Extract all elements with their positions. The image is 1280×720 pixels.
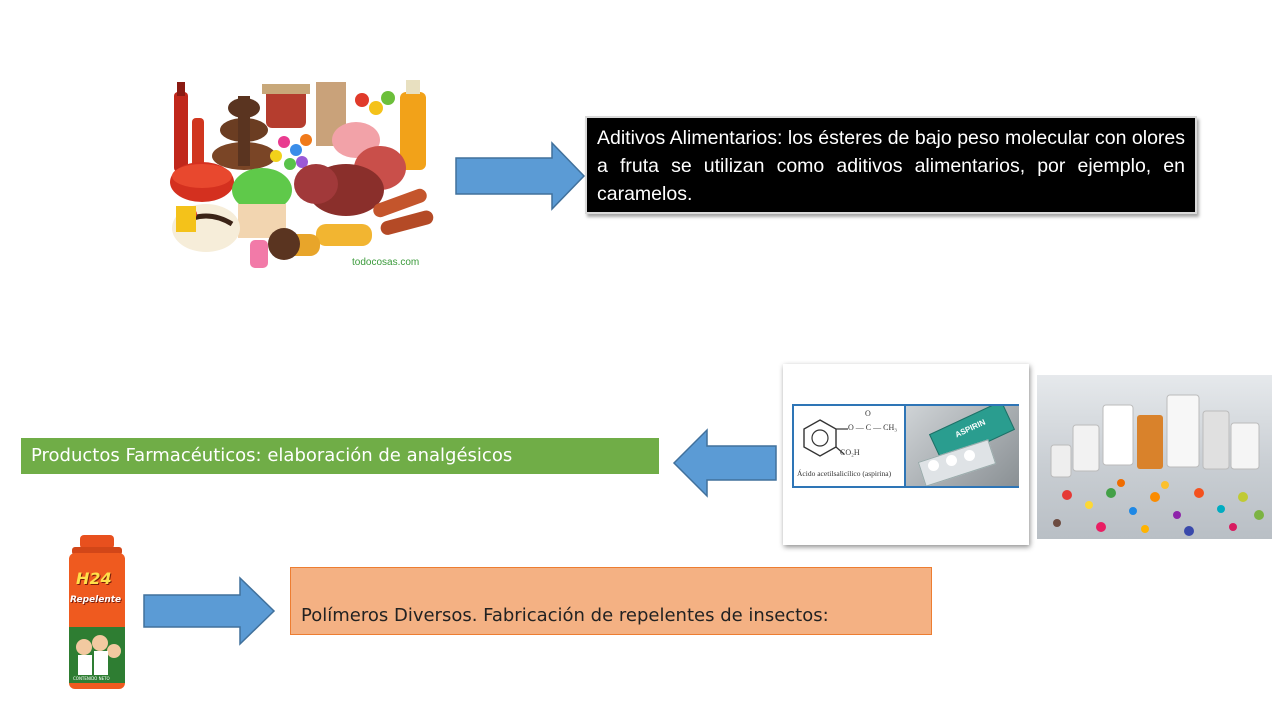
- left-arrow-icon: [672, 428, 777, 498]
- food-watermark: todocosas.com: [352, 257, 420, 268]
- spray-product: Repelente: [70, 595, 122, 605]
- spray-net: CONTENIDO NETO: [73, 676, 110, 681]
- formula-chain: O — C — CH₃: [848, 423, 898, 432]
- aspirin-box-photo: ASPIRIN: [904, 406, 1019, 486]
- food-additives-textbox: Aditivos Alimentarios: los ésteres de ba…: [585, 116, 1197, 214]
- repellent-spray-image: H24 Repelente CONTENIDO NETO: [66, 533, 128, 691]
- aspirin-card: O O — C — CH₃ CO₂H Ácido acetilsalicílic…: [783, 364, 1029, 545]
- aspirin-caption: Ácido acetilsalicílico (aspirina): [797, 469, 892, 478]
- pharma-products-label: Productos Farmacéuticos: elaboración de …: [21, 438, 659, 474]
- aspirin-diagram: O O — C — CH₃ CO₂H Ácido acetilsalicílic…: [792, 404, 1019, 488]
- formula-acid: CO₂H: [840, 448, 860, 457]
- food-collage-image: todocosas.com: [166, 78, 434, 272]
- pills-photo: [1037, 375, 1272, 539]
- formula-o-top: O: [865, 409, 871, 418]
- spray-brand: H24: [76, 569, 112, 588]
- right-arrow-icon: [455, 141, 586, 211]
- polymers-label: Polímeros Diversos. Fabricación de repel…: [290, 567, 932, 635]
- right-arrow-icon-bottom: [143, 576, 276, 646]
